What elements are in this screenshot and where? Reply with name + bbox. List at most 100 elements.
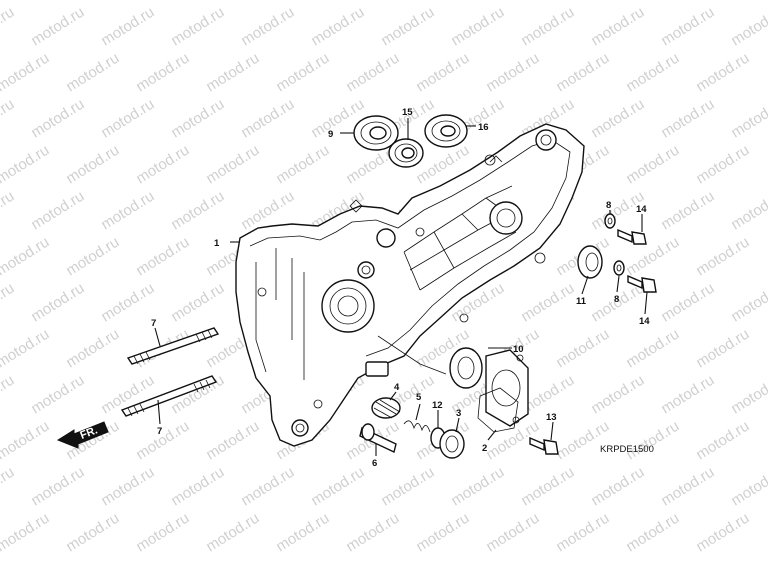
bolt-14-lower [627, 274, 657, 293]
watermark-text: motod.ru [553, 50, 612, 96]
watermark-text: motod.ru [203, 50, 262, 96]
bolt-14-upper [617, 228, 647, 245]
watermark-text: motod.ru [693, 142, 752, 188]
watermark-text: motod.ru [553, 326, 612, 372]
watermark-text: motod.ru [0, 464, 17, 510]
watermark-text: motod.ru [588, 464, 647, 510]
watermark-text: motod.ru [63, 510, 122, 556]
watermark-text: motod.ru [553, 510, 612, 556]
watermark-text: motod.ru [693, 50, 752, 96]
watermark-text: motod.ru [728, 96, 768, 142]
pin-6 [359, 423, 397, 453]
watermark-text: motod.ru [693, 510, 752, 556]
watermark-text: motod.ru [238, 464, 297, 510]
watermark-text: motod.ru [0, 188, 17, 234]
watermark-text: motod.ru [28, 372, 87, 418]
watermark-text: motod.ru [518, 280, 577, 326]
watermark-text: motod.ru [133, 418, 192, 464]
watermark-text: motod.ru [658, 96, 717, 142]
watermark-text: motod.ru [0, 510, 52, 556]
watermark-text: motod.ru [343, 510, 402, 556]
watermark-text: motod.ru [0, 280, 17, 326]
leader-lines [154, 118, 648, 456]
watermark-text: motod.ru [728, 4, 768, 50]
callout-8-lower: 8 [614, 294, 619, 305]
watermark-text: motod.ru [728, 280, 768, 326]
watermark-text: motod.ru [623, 510, 682, 556]
watermark-text: motod.ru [168, 188, 227, 234]
callout-4: 4 [394, 382, 400, 393]
bearing-16 [424, 114, 468, 148]
watermark-text: motod.ru [168, 464, 227, 510]
callout-10: 10 [513, 344, 524, 355]
watermark-text: motod.ru [203, 418, 262, 464]
watermark-text: motod.ru [378, 464, 437, 510]
watermark-text: motod.ru [413, 50, 472, 96]
callout-3: 3 [456, 408, 461, 419]
watermark-text: motod.ru [728, 464, 768, 510]
bearing-9 [353, 115, 399, 151]
watermark-text: motod.ru [623, 326, 682, 372]
washer-8-upper [604, 213, 616, 229]
watermark-text: motod.ru [98, 280, 157, 326]
callout-14-upper: 14 [636, 204, 647, 215]
watermark-text: motod.ru [98, 464, 157, 510]
front-direction-arrow-icon: FR. [56, 421, 109, 449]
strainer-4 [371, 397, 401, 419]
watermark-text: motod.ru [203, 142, 262, 188]
watermark-text: motod.ru [623, 142, 682, 188]
watermark-text: motod.ru [273, 50, 332, 96]
watermark-text: motod.ru [308, 4, 367, 50]
watermark-text: motod.ru [133, 142, 192, 188]
watermark-text: motod.ru [588, 96, 647, 142]
watermark-text: motod.ru [658, 280, 717, 326]
watermark-text: motod.ru [343, 50, 402, 96]
watermark-text: motod.ru [273, 142, 332, 188]
diagram-code: KRPDE1500 [600, 444, 654, 455]
watermark-text: motod.ru [168, 4, 227, 50]
watermark-text: motod.ru [28, 280, 87, 326]
watermark-text: motod.ru [133, 510, 192, 556]
callout-5: 5 [416, 392, 422, 403]
watermark-text: motod.ru [623, 418, 682, 464]
callout-11: 11 [576, 296, 587, 307]
callout-labels: 1 2 3 4 5 6 7 7 8 8 9 10 11 12 13 14 14 … [151, 107, 650, 469]
watermark-text: motod.ru [0, 234, 52, 280]
callout-7-upper: 7 [151, 318, 156, 329]
watermark-text: motod.ru [588, 372, 647, 418]
callout-12: 12 [432, 400, 443, 411]
watermark-text: motod.ru [28, 464, 87, 510]
watermark-text: motod.ru [518, 464, 577, 510]
watermark-text: motod.ru [168, 280, 227, 326]
watermark-text: motod.ru [63, 142, 122, 188]
callout-8-upper: 8 [606, 200, 611, 211]
watermark-text: motod.ru [238, 96, 297, 142]
watermark-text: motod.ru [658, 464, 717, 510]
watermark-text: motod.ru [728, 188, 768, 234]
watermark-text: motod.ru [0, 96, 17, 142]
watermark-text: motod.ru [238, 4, 297, 50]
callout-9: 9 [328, 129, 333, 140]
callout-7-lower: 7 [157, 426, 162, 437]
watermark-text: motod.ru [728, 372, 768, 418]
watermark-text: motod.ru [28, 96, 87, 142]
watermark-text: motod.ru [273, 510, 332, 556]
crankcase-drawing [235, 123, 585, 447]
callout-14-lower: 14 [639, 316, 650, 327]
watermark-text: motod.ru [483, 50, 542, 96]
watermark-text: motod.ru [28, 188, 87, 234]
watermark-text: motod.ru [133, 50, 192, 96]
watermark-text: motod.ru [308, 464, 367, 510]
watermark-text: motod.ru [658, 188, 717, 234]
callout-15: 15 [402, 107, 413, 118]
watermark-text: motod.ru [448, 464, 507, 510]
cap-3 [439, 429, 465, 459]
watermark-text: motod.ru [0, 142, 52, 188]
bolt-13 [529, 436, 559, 455]
watermark-text: motod.ru [553, 418, 612, 464]
watermark-text: motod.ru [693, 326, 752, 372]
watermark-text: motod.ru [448, 4, 507, 50]
bearing-15 [388, 138, 424, 168]
gasket-2 [477, 387, 519, 433]
